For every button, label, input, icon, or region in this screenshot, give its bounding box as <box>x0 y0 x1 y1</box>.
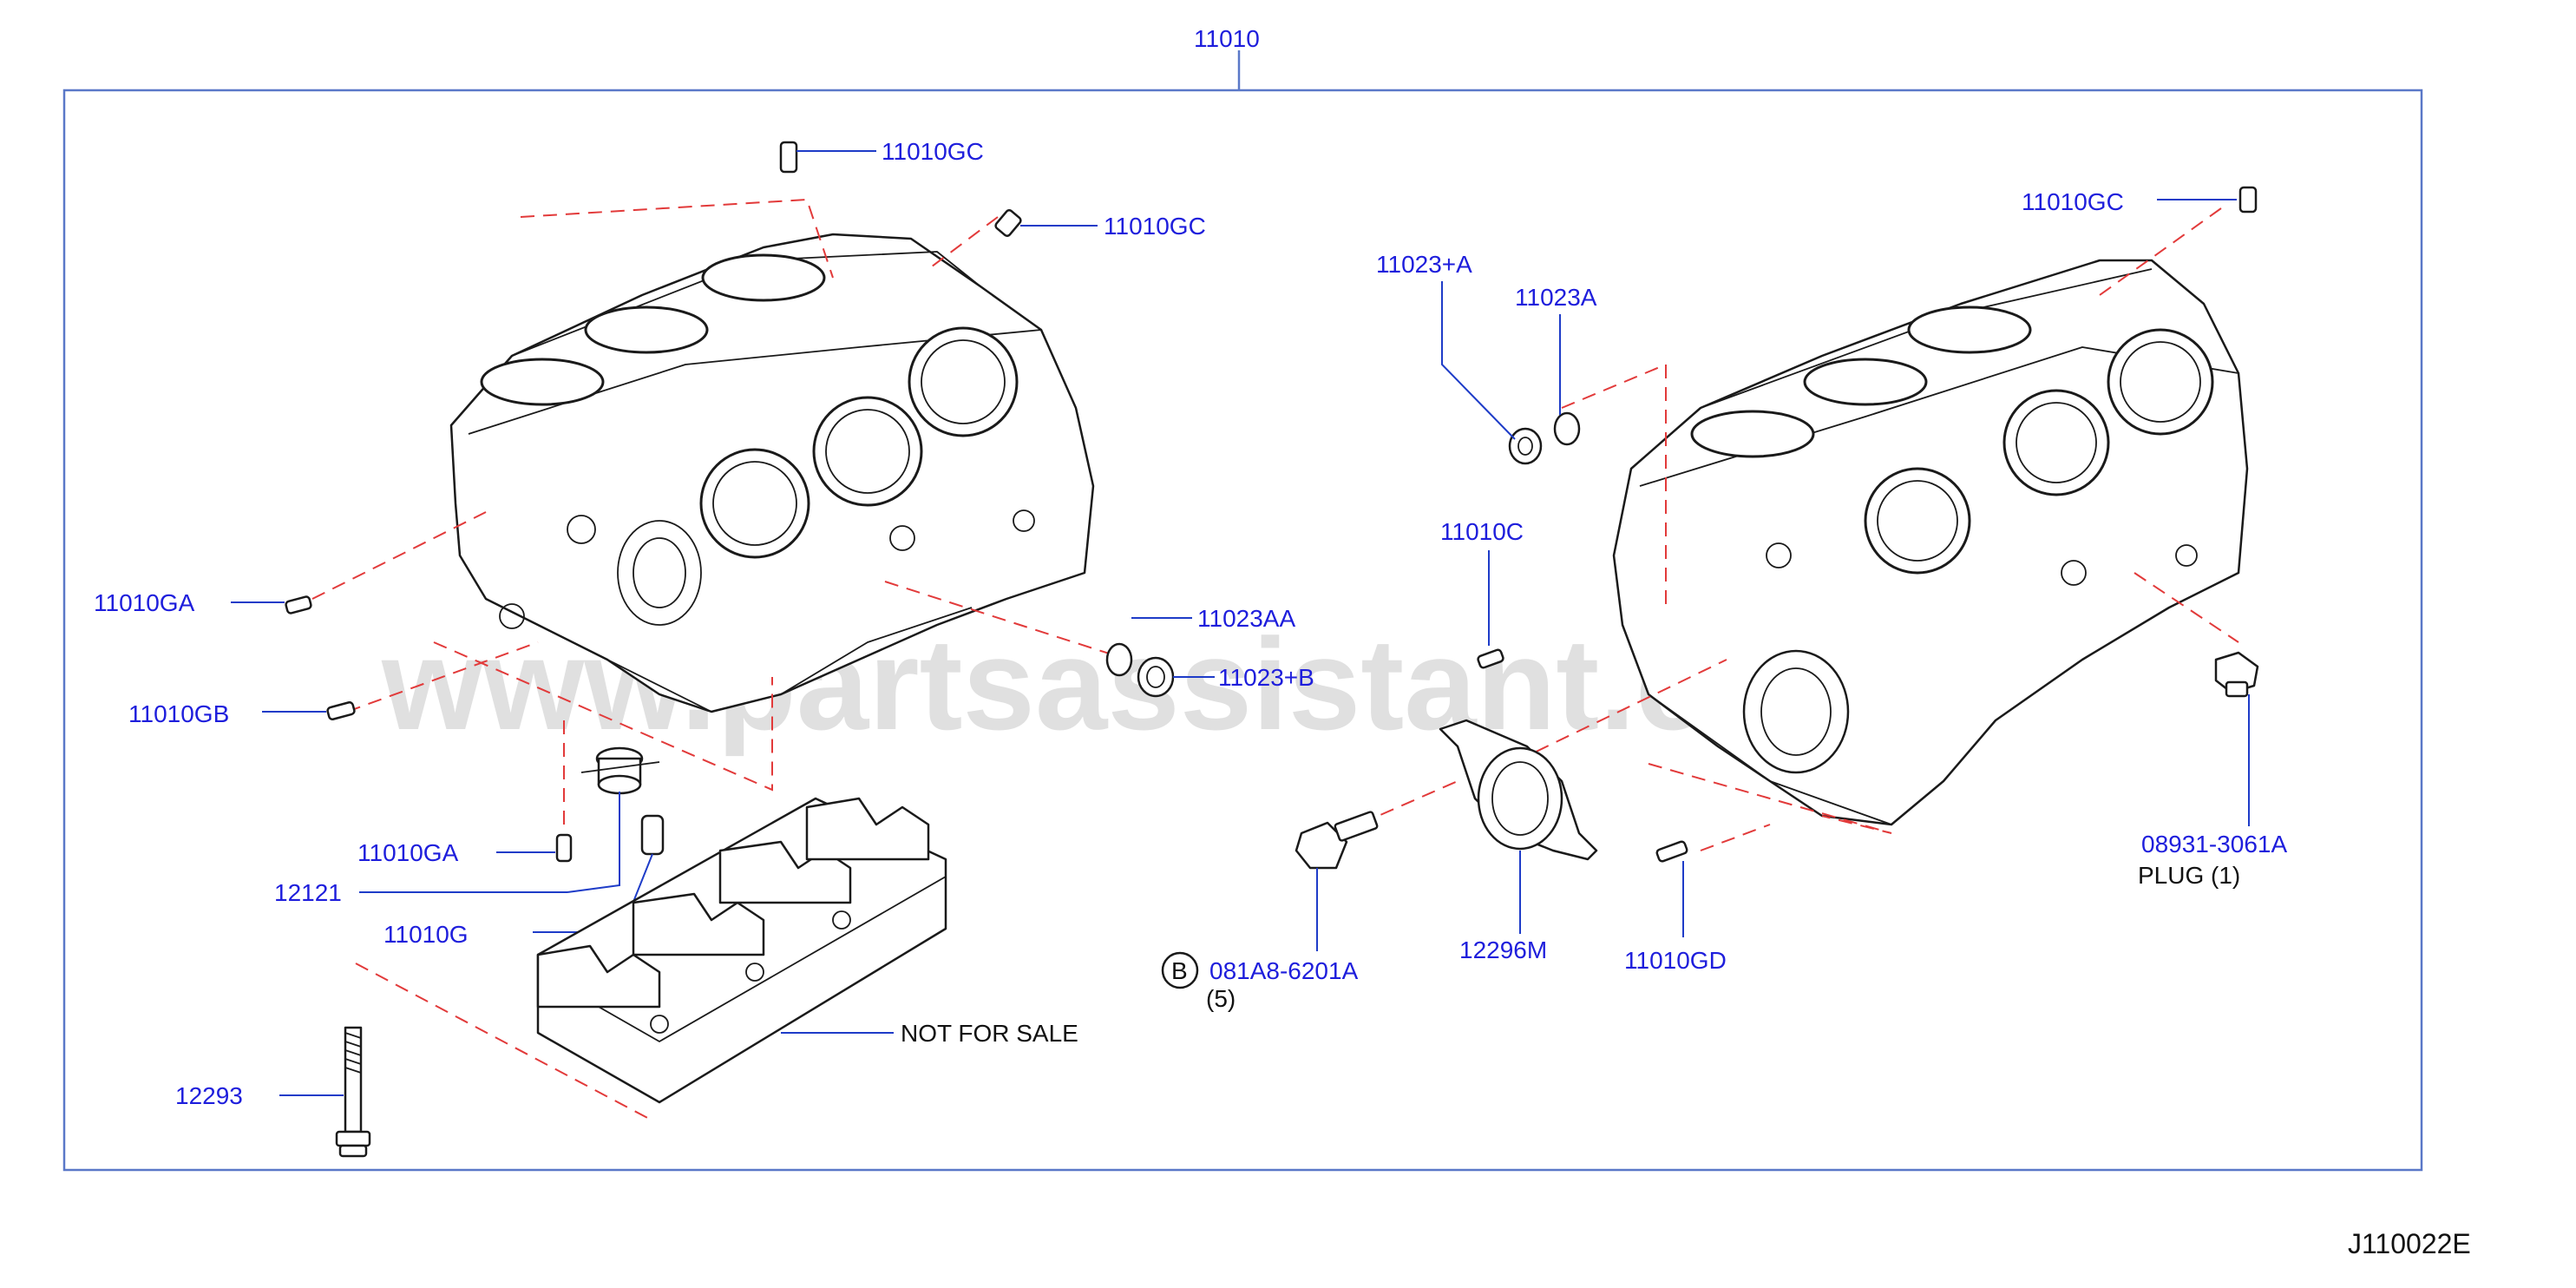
part-label-11023-plus-b[interactable]: 11023+B <box>1218 664 1314 691</box>
plug-08931-3061a <box>2214 651 2259 698</box>
main-bearing-bolt-12293 <box>335 1026 371 1158</box>
part-label-11010gc-3[interactable]: 11010GC <box>2022 188 2124 215</box>
plug-11023-plus-b <box>1137 656 1175 698</box>
left-cylinder-block <box>449 233 1095 713</box>
seal-11023a <box>1553 411 1581 446</box>
dowel-pin-11010gb <box>326 701 356 720</box>
diagram-frame <box>62 89 2423 1172</box>
dowel-pin-11010gd <box>1655 840 1688 863</box>
part-label-11010gb[interactable]: 11010GB <box>128 700 229 727</box>
not-for-sale-label: NOT FOR SALE <box>901 1020 1078 1047</box>
part-label-12296m[interactable]: 12296M <box>1459 936 1547 963</box>
assembly-number-label[interactable]: 11010 <box>1194 25 1260 52</box>
part-label-12121[interactable]: 12121 <box>274 879 342 906</box>
left-dashed-guides <box>311 198 1129 1120</box>
plug-11023aa <box>1105 642 1133 677</box>
plug-quantity-label: PLUG (1) <box>2138 862 2240 889</box>
plug-11023-plus-a <box>1508 427 1543 465</box>
part-label-081a8-6201a[interactable]: 081A8-6201A <box>1209 957 1359 984</box>
quantity-081a8: (5) <box>1206 985 1236 1012</box>
part-label-11023-plus-a[interactable]: 11023+A <box>1376 251 1472 278</box>
dowel-pin-1 <box>779 141 798 174</box>
diagram-code: J110022E <box>2348 1228 2471 1259</box>
part-label-11010gd[interactable]: 11010GD <box>1624 947 1727 974</box>
dowel-pin-11010g <box>640 814 665 856</box>
part-label-11023a[interactable]: 11023A <box>1515 284 1597 311</box>
part-label-11023aa[interactable]: 11023AA <box>1197 605 1295 632</box>
main-bearing-cap-ladder <box>536 797 947 1104</box>
part-label-11010g[interactable]: 11010G <box>383 921 469 948</box>
part-label-11010c[interactable]: 11010C <box>1440 518 1524 545</box>
part-label-08931-3061a[interactable]: 08931-3061A <box>2141 831 2287 858</box>
dowel-pin-11010c <box>1477 648 1504 669</box>
bolt-081a8-6201a <box>1295 811 1379 870</box>
right-cylinder-block <box>1612 259 2249 826</box>
part-label-11010ga-2[interactable]: 11010GA <box>357 839 459 866</box>
b-marker: B <box>1171 957 1188 984</box>
part-label-11010gc-1[interactable]: 11010GC <box>882 138 984 165</box>
dowel-pin-11010ga-2 <box>555 833 573 863</box>
part-label-11010ga-1[interactable]: 11010GA <box>94 589 195 616</box>
part-label-12293[interactable]: 12293 <box>175 1082 243 1109</box>
dowel-pin-11010ga-1 <box>285 595 312 614</box>
dowel-pin-2 <box>994 208 1022 238</box>
dowel-pin-3 <box>2238 186 2258 214</box>
part-label-11010gc-2[interactable]: 11010GC <box>1104 213 1206 240</box>
b-marker-circle <box>1161 951 1199 989</box>
rear-oil-seal-retainer-12296m <box>1439 719 1598 861</box>
oil-jet-12121 <box>580 746 660 795</box>
